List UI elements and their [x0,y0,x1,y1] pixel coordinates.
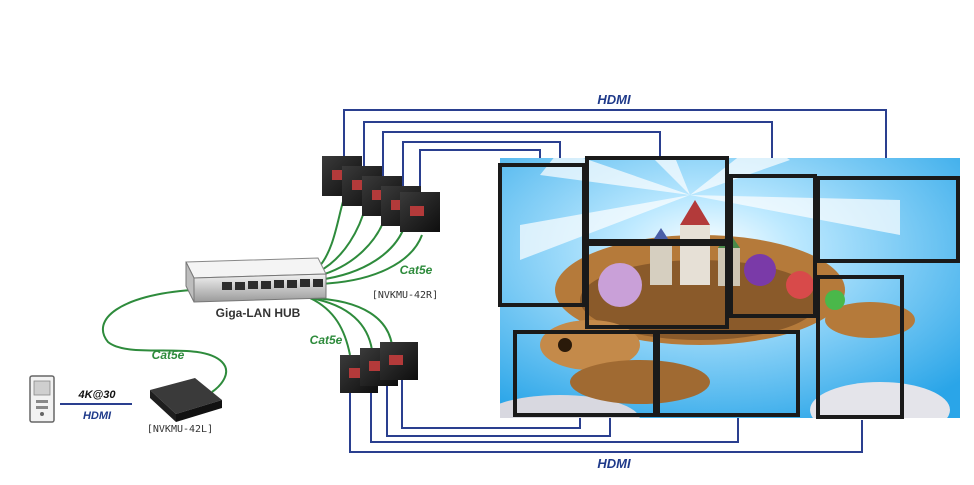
cat5e-cable-transmitter [101,289,228,393]
display-panel-8 [816,275,904,419]
cat5e-label-transmitter: Cat5e [152,348,185,362]
network-hub [185,257,327,303]
video-wall [498,156,960,419]
cat5e-label-receivers-bottom: Cat5e [310,333,343,347]
hdmi-cables-top [343,109,887,200]
receiver-model-label: [NVKMU-42R] [372,290,438,301]
hdmi-label-bottom: HDMI [597,456,631,471]
hdmi-cables-bottom [349,375,863,453]
display-panel-6 [513,330,657,417]
display-panel-1 [498,163,586,307]
hub-label: Giga-LAN HUB [216,306,301,320]
display-panel-4 [729,174,817,318]
receiver-icon [380,342,418,380]
display-panel-3 [585,242,729,329]
hdmi-label-source: HDMI [83,410,112,422]
receiver-stack-top [322,156,440,232]
display-panel-7 [656,330,800,417]
display-panel-2 [585,156,729,243]
receiver-icon [400,192,440,232]
transmitter-box [150,378,222,422]
transmitter-model-label: [NVKMU-42L] [147,424,213,435]
display-panel-5 [816,176,960,263]
cat5e-label-receivers-top: Cat5e [400,263,433,277]
receiver-stack-bottom [340,342,418,393]
cat5e-cables-bottom [309,297,393,356]
source-device [29,375,55,423]
resolution-label: 4K@30 [77,389,116,401]
hdmi-label-top: HDMI [597,92,631,107]
